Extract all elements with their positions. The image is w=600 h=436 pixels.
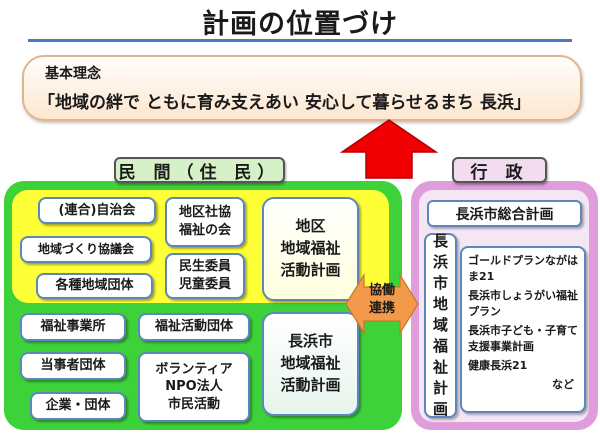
org-tojisha-dantai: 当事者団体	[20, 352, 126, 380]
vertical-char: 市	[432, 274, 448, 292]
list-item: 健康長浜21	[468, 359, 528, 372]
org-chiku-shakyo-line1: 地区社協	[178, 205, 231, 221]
basic-philosophy-box	[22, 55, 582, 121]
org-volunteer-line3: 市民活動	[167, 396, 220, 412]
city-master-plan: 長浜市総合計画	[427, 200, 582, 227]
up-arrow-icon	[340, 119, 438, 179]
collaboration-line2: 連携	[368, 300, 395, 316]
vertical-char: 福	[432, 337, 448, 355]
vertical-char: 地	[432, 295, 448, 313]
org-volunteer-npo: ボランティア NPO法人 市民活動	[138, 352, 250, 422]
org-volunteer-line2: NPO法人	[165, 379, 223, 395]
related-plans-list: ゴールドプランながはま21 長浜市しょうがい福祉プラン 長浜市子ども・子育て支援…	[460, 246, 586, 413]
org-kakushu-dantai: 各種地域団体	[36, 273, 153, 299]
collaboration-label: 協働 連携	[363, 282, 401, 317]
vertical-char: 画	[432, 400, 448, 418]
city-welfare-activity-plan: 長浜市 地域福祉 活動計画	[262, 312, 359, 416]
administration-header: 行 政	[452, 157, 547, 183]
city-plan-line2: 地域福祉	[280, 354, 341, 373]
district-plan-line1: 地区	[295, 217, 326, 236]
title-divider	[28, 39, 572, 42]
city-plan-line1: 長浜市	[287, 332, 333, 351]
org-chiku-shakyo: 地区社協 福祉の会	[165, 197, 245, 247]
vertical-char: 祉	[432, 358, 448, 376]
vertical-char: 浜	[432, 253, 448, 271]
list-item: 長浜市子ども・子育て支援事業計画	[468, 324, 578, 353]
org-fukushi-katsudo: 福祉活動団体	[138, 313, 250, 341]
org-fukushi-jigyosho: 福祉事業所	[20, 313, 126, 341]
page-title: 計画の位置づけ	[202, 9, 398, 40]
org-kigyo-dantai: 企業・団体	[30, 392, 126, 420]
org-minsei-iin-line2: 児童委員	[178, 277, 231, 292]
district-welfare-plan: 地区 地域福祉 活動計画	[262, 197, 359, 301]
org-chiikizukuri: 地域づくり協議会	[20, 236, 152, 263]
collaboration-line1: 協働	[368, 283, 395, 298]
private-sector-header: 民 間（住 民）	[114, 157, 285, 183]
vertical-char: 計	[432, 379, 448, 397]
city-welfare-plan-vertical: 長 浜 市 地 域 福 祉 計 画	[424, 232, 457, 418]
basic-philosophy-label: 基本理念	[45, 66, 101, 82]
org-chiku-shakyo-line2: 福祉の会	[178, 223, 231, 238]
collaboration-arrow-icon	[345, 273, 419, 335]
list-item: 長浜市しょうがい福祉プラン	[468, 289, 578, 318]
etc-label: など	[552, 378, 574, 391]
org-volunteer-line1: ボランティア	[155, 361, 233, 377]
org-minsei-iin: 民生委員 児童委員	[165, 253, 245, 299]
vertical-char: 長	[432, 232, 448, 250]
district-plan-line2: 地域福祉	[280, 239, 341, 258]
city-plan-line3: 活動計画	[280, 375, 341, 394]
basic-philosophy-text: 「地域の絆で ともに育み支えあい 安心して暮らせるまち 長浜」	[38, 93, 531, 113]
district-plan-line3: 活動計画	[280, 260, 341, 279]
vertical-char: 域	[432, 316, 448, 334]
org-minsei-iin-line1: 民生委員	[178, 259, 231, 275]
list-item: ゴールドプランながはま21	[468, 254, 578, 283]
org-jichikai: (連合)自治会	[38, 197, 156, 224]
